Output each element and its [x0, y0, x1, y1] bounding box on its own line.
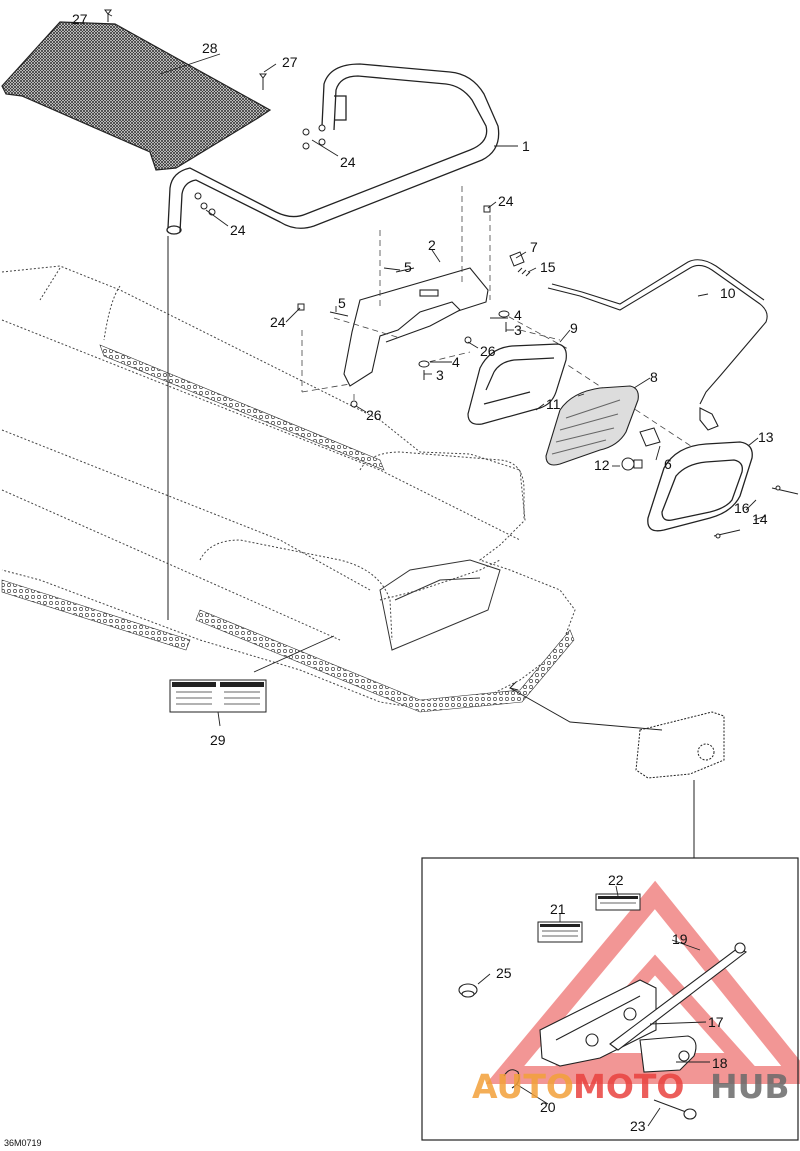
part-2-bracket — [343, 267, 489, 387]
callout-26: 26 — [480, 343, 496, 359]
callout-7: 7 — [530, 239, 538, 255]
watermark-wordmark: AUTO MOTO HUB — [472, 1067, 790, 1106]
callout-4: 4 — [514, 307, 522, 323]
callout-8: 8 — [650, 369, 658, 385]
parts-14-16-screws — [713, 485, 799, 539]
callout-29: 29 — [210, 732, 226, 748]
detail-box — [421, 857, 799, 1141]
watermark-auto: AUTO — [472, 1067, 574, 1106]
callout-24: 24 — [340, 154, 356, 170]
callout-24: 24 — [270, 314, 286, 330]
arrow-to-hitch — [509, 681, 695, 858]
callout-9: 9 — [570, 320, 578, 336]
callout-27: 27 — [282, 54, 298, 70]
callout-4: 4 — [452, 354, 460, 370]
callout-24: 24 — [498, 193, 514, 209]
chassis-tread — [1, 344, 575, 713]
fasteners — [194, 124, 510, 408]
callout-15: 15 — [540, 259, 556, 275]
chassis-outline — [1, 265, 576, 711]
callout-leaders — [107, 13, 767, 1127]
watermark-hub: HUB — [710, 1067, 790, 1106]
rear-light-assembly-outline — [379, 559, 501, 651]
callout-10: 10 — [720, 285, 736, 301]
hitch-bracket-small — [635, 711, 725, 779]
part-29-decal — [169, 679, 267, 713]
callout-19: 19 — [672, 931, 688, 947]
callout-22: 22 — [608, 872, 624, 888]
callout-25: 25 — [496, 965, 512, 981]
part-13-lens-cover — [647, 441, 753, 532]
watermark-moto: MOTO — [573, 1067, 684, 1106]
callout-20: 20 — [540, 1099, 556, 1115]
callout-16: 16 — [734, 500, 750, 516]
callout-1: 1 — [522, 138, 530, 154]
callout-18: 18 — [712, 1055, 728, 1071]
callout-5: 5 — [404, 259, 412, 275]
callout-21: 21 — [550, 901, 566, 917]
part-10-wire — [547, 259, 768, 431]
callout-13: 13 — [758, 429, 774, 445]
part-1-handle — [166, 63, 500, 235]
callout-2: 2 — [428, 237, 436, 253]
part-9-light-base — [467, 343, 567, 425]
part-12-bulb — [621, 457, 643, 471]
callout-11: 11 — [546, 396, 561, 412]
callout-26: 26 — [366, 407, 382, 423]
callout-3: 3 — [514, 322, 522, 338]
callout-6: 6 — [664, 456, 672, 472]
callout-5: 5 — [338, 295, 346, 311]
drawing-code: 36M0719 — [4, 1138, 42, 1148]
callout-12: 12 — [594, 457, 610, 473]
part-6-socket — [639, 427, 661, 447]
callout-24: 24 — [230, 222, 246, 238]
part-8-reflector — [545, 385, 639, 466]
part-28-mat — [1, 21, 272, 171]
hitch-detail — [458, 942, 748, 1120]
callout-3: 3 — [436, 367, 444, 383]
callout-27: 27 — [72, 11, 88, 27]
callout-14: 14 — [752, 511, 768, 527]
callout-17: 17 — [708, 1014, 724, 1030]
callout-labels: 1 2 3 3 4 4 5 5 6 7 8 9 10 11 12 13 14 1… — [4, 11, 774, 1148]
callout-23: 23 — [630, 1118, 646, 1134]
callout-28: 28 — [202, 40, 218, 56]
part-27-screws — [104, 9, 267, 90]
